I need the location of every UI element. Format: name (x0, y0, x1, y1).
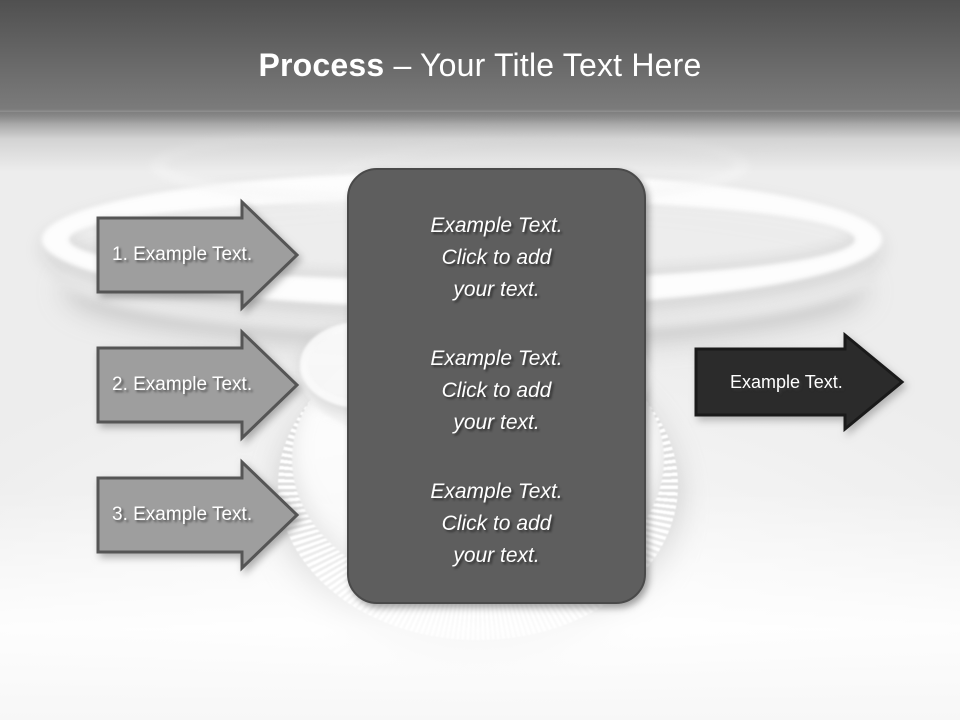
panel-text-block-2: Example Text. Click to add your text. (430, 347, 563, 434)
input-arrow-3[interactable]: 3. Example Text. (96, 458, 300, 572)
title-rest-part: – Your Title Text Here (384, 47, 702, 83)
arrow-shape-icon (694, 331, 905, 433)
title-bold-part: Process (258, 47, 385, 83)
header-band (0, 0, 960, 124)
input-arrow-1-label: 1. Example Text. (112, 244, 253, 265)
output-arrow[interactable]: Example Text. (694, 331, 905, 433)
arrow-shape-icon (96, 198, 300, 312)
panel-text-block-1: Example Text. Click to add your text. (430, 214, 563, 301)
input-arrow-2[interactable]: 2. Example Text. (96, 328, 300, 442)
panel-text-block-3: Example Text. Click to add your text. (430, 480, 563, 568)
arrow-shape-icon (96, 458, 300, 572)
output-arrow-label: Example Text. (730, 371, 843, 392)
process-panel[interactable]: Example Text. Click to add your text. Ex… (347, 168, 646, 604)
header-fade (0, 112, 960, 172)
page-title: Process – Your Title Text Here (0, 47, 960, 84)
input-arrow-2-label: 2. Example Text. (112, 374, 253, 395)
input-arrow-1[interactable]: 1. Example Text. (96, 198, 300, 312)
arrow-shape-icon (96, 328, 300, 442)
input-arrow-3-label: 3. Example Text. (112, 504, 253, 525)
